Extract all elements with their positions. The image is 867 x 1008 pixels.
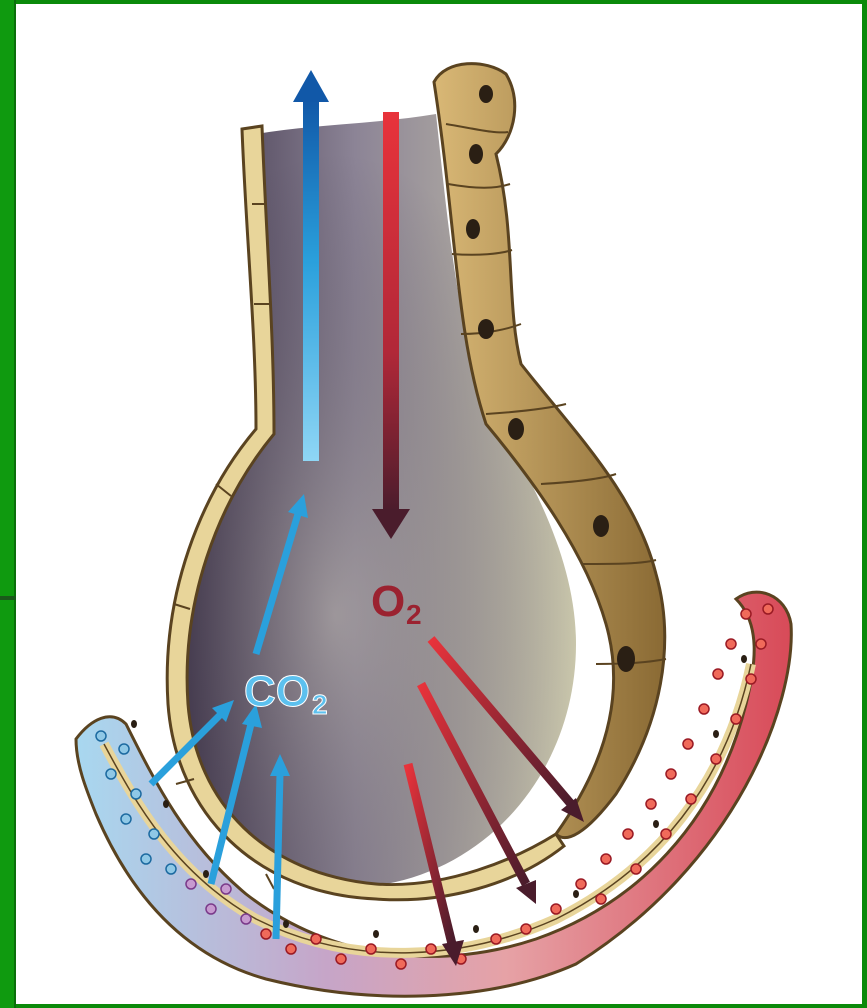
svg-text:2: 2: [406, 599, 422, 630]
svg-text:CO: CO: [244, 667, 310, 716]
svg-text:O: O: [371, 577, 405, 626]
slide-edge-bottom: [0, 600, 16, 1008]
alveolus-illustration: O 2 CO 2: [16, 4, 862, 1004]
svg-text:2: 2: [312, 689, 328, 720]
slide-edge-top: [0, 0, 16, 600]
alveolus-diagram-svg: O 2 CO 2: [16, 4, 862, 1004]
